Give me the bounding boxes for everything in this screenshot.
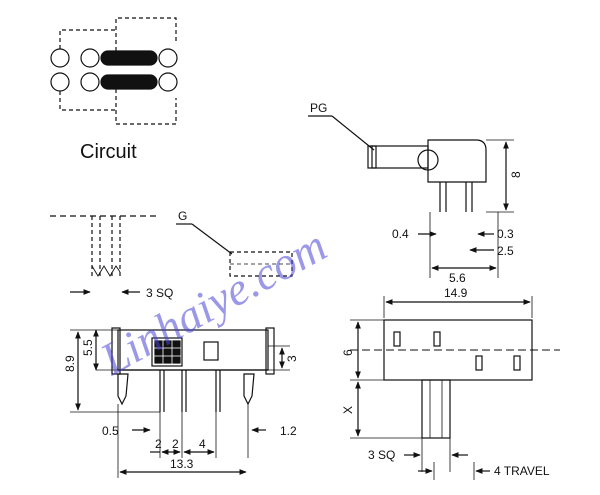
dim-13-3: 13.3 (170, 457, 194, 471)
dim-1-2: 1.2 (280, 424, 297, 438)
grid-cell (154, 348, 163, 356)
dim-2-first: 2 (155, 437, 162, 451)
dim-3sq-left: 3 SQ (146, 286, 173, 300)
mount-leg (243, 373, 255, 406)
front-side-tab (265, 327, 275, 375)
circuit-wire (115, 89, 177, 125)
circuit-contact-bar (100, 74, 158, 90)
switch-housing (427, 139, 487, 183)
actuator-slot (203, 341, 219, 361)
dim-3sq-right: 3 SQ (368, 448, 395, 462)
g-pin-box (229, 251, 293, 277)
grid-cell (172, 356, 181, 364)
pin-detail (50, 215, 293, 295)
grid-cell (163, 348, 172, 356)
dim-6: 6 (341, 349, 355, 356)
dim-0-4: 0.4 (392, 227, 409, 241)
circuit-terminal (50, 48, 70, 68)
dim-4: 4 (199, 437, 206, 451)
break-line (91, 265, 121, 277)
front-view (70, 327, 290, 478)
dim-2-second: 2 (172, 437, 179, 451)
grid-cell (163, 356, 172, 364)
mount-leg (117, 373, 129, 406)
grid-cell (154, 340, 163, 348)
circuit-terminal (158, 48, 178, 68)
grid-cell (172, 340, 181, 348)
top-slot (513, 355, 521, 371)
circuit-terminal (80, 72, 100, 92)
actuator-tip (367, 145, 377, 169)
dim-x: X (341, 406, 355, 414)
front-side-tab (111, 327, 121, 375)
circuit-terminal (158, 72, 178, 92)
circuit-wire (115, 17, 177, 51)
grid-cell (163, 340, 172, 348)
dim-14-9: 14.9 (444, 286, 468, 300)
dim-3: 3 (285, 355, 299, 362)
grid-cell (172, 348, 181, 356)
dim-5-6: 5.6 (449, 271, 466, 285)
dim-0-3: 0.3 (497, 227, 514, 241)
pivot-circle (417, 149, 439, 171)
top-slot (393, 331, 401, 347)
side-view (308, 115, 514, 278)
circuit-wire (59, 29, 116, 49)
dim-2-5: 2.5 (497, 244, 514, 258)
pg-leader (331, 115, 375, 151)
dim-5-5: 5.5 (81, 339, 95, 356)
circuit-terminal (50, 72, 70, 92)
actuator-grid (151, 337, 183, 367)
pg-label: PG (310, 101, 327, 115)
circuit-label: Circuit (80, 141, 137, 163)
top-view (350, 296, 560, 480)
top-slot (475, 355, 483, 371)
circuit-contact-bar (100, 50, 158, 66)
dim-0-5: 0.5 (102, 424, 119, 438)
dim-8-9: 8.9 (63, 355, 77, 372)
circuit-diagram (50, 17, 178, 125)
top-actuator (421, 379, 451, 439)
dim-travel: 4 TRAVEL (494, 464, 550, 478)
circuit-terminal (80, 48, 100, 68)
circuit-wire (59, 91, 116, 111)
grid-cell (154, 356, 163, 364)
top-slot (433, 331, 441, 347)
dim-8: 8 (509, 171, 523, 178)
g-leader (191, 223, 233, 255)
g-label: G (178, 209, 187, 223)
